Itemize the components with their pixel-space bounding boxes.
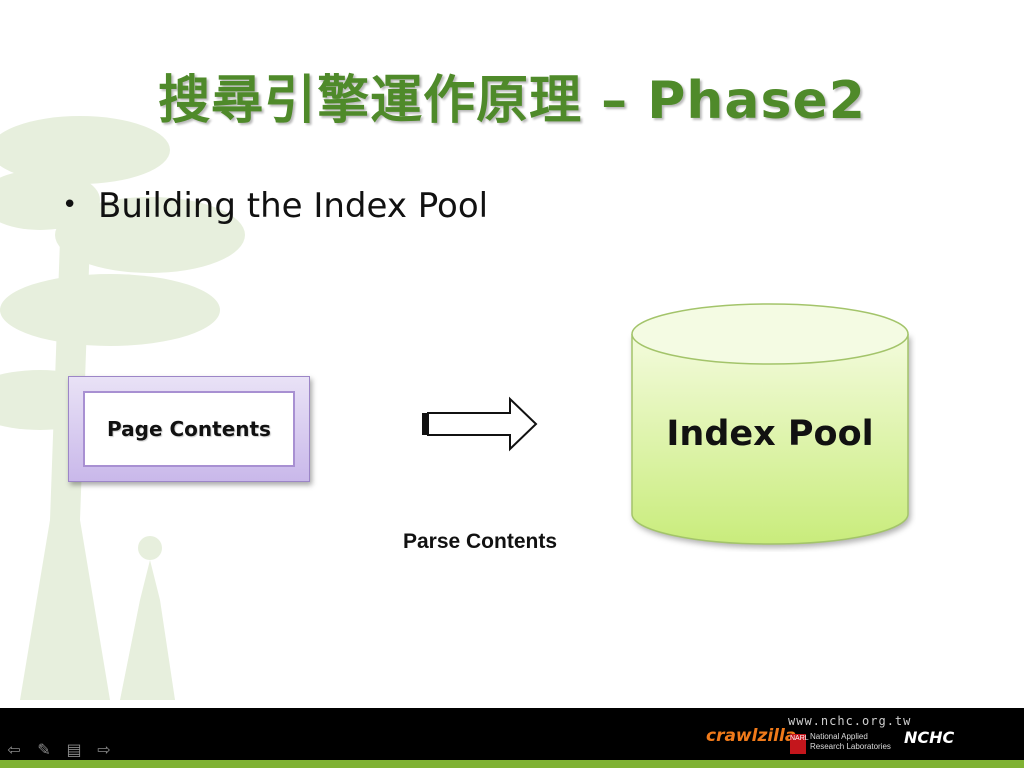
forward-arrow-icon[interactable]: ⇨ <box>97 740 111 759</box>
back-arrow-icon[interactable]: ⇦ <box>7 740 21 759</box>
pen-icon[interactable]: ✎ <box>37 740 51 759</box>
tree-watermark <box>0 116 245 700</box>
narl-logo: NARL <box>790 734 809 754</box>
footer-bar: ⇦ ✎ ▤ ⇨ crawlzilla www.nchc.org.tw NARL … <box>0 708 1024 768</box>
parse-contents-label: Parse Contents <box>402 530 558 553</box>
slide-nav: ⇦ ✎ ▤ ⇨ <box>4 740 114 759</box>
page-contents-label: Page Contents <box>83 391 295 467</box>
menu-icon[interactable]: ▤ <box>66 740 82 759</box>
crawlzilla-logo: crawlzilla <box>706 726 797 746</box>
index-pool-cylinder <box>631 303 909 545</box>
slide-title: 搜尋引擎運作原理 – Phase2 <box>158 71 866 131</box>
arrow-tail-bar <box>422 413 428 435</box>
page-contents-box: Page Contents <box>68 376 310 482</box>
nchc-logo: NCHC <box>904 728 955 747</box>
website-url: www.nchc.org.tw <box>788 714 912 728</box>
index-pool-label: Index Pool <box>666 414 874 454</box>
narl-line-2: Research Laboratories <box>810 742 891 751</box>
arrow-shape <box>427 396 538 452</box>
right-arrow-icon <box>422 396 538 452</box>
cylinder-top <box>631 303 909 365</box>
bullet-text: Building the Index Pool <box>98 186 489 226</box>
bullet-dot: • <box>62 190 78 220</box>
footer-accent-line <box>0 760 1024 768</box>
bullet-item: • Building the Index Pool <box>62 186 488 226</box>
narl-line-1: National Applied <box>810 732 868 741</box>
cylinder-body <box>631 334 909 545</box>
narl-name: National Applied Research Laboratories <box>810 732 891 752</box>
